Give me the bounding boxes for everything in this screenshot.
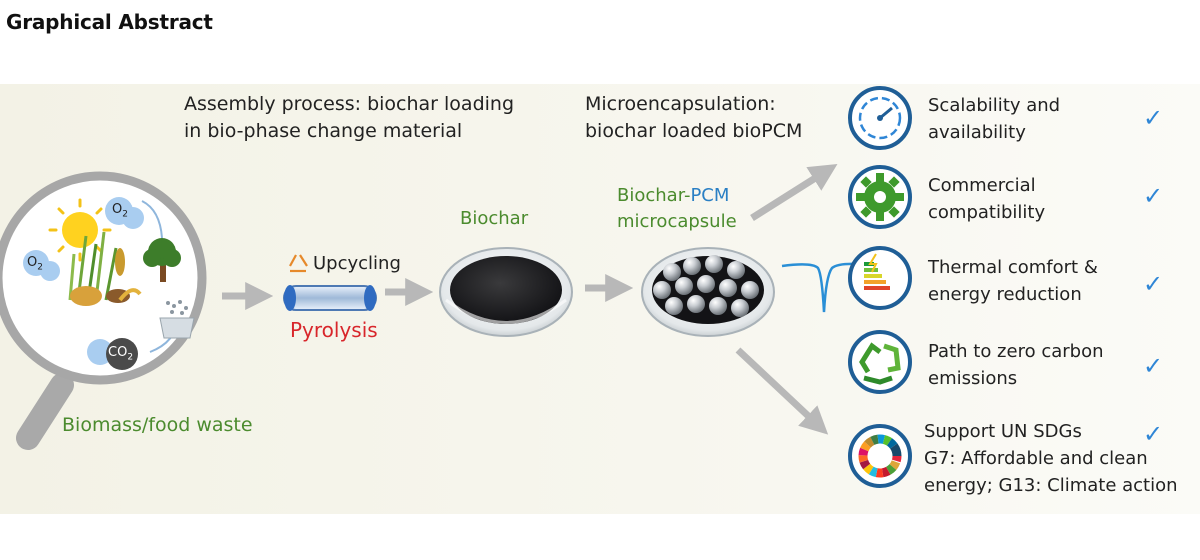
check-icon-thermal: ✓ <box>1143 270 1164 298</box>
check-icon-sdgs: ✓ <box>1143 420 1164 448</box>
cycle-arrow-top <box>141 200 163 239</box>
check-icon-compatibility: ✓ <box>1143 182 1164 210</box>
upcycling-icon <box>289 254 308 273</box>
phase-change-curve <box>781 262 859 313</box>
microcapsule-label: Biochar-PCM microcapsule <box>617 183 737 235</box>
magnifier-icon <box>0 171 207 450</box>
microencapsulation-heading: Microencapsulation: biochar loaded bioPC… <box>585 91 802 145</box>
upcycling-label: Upcycling <box>313 253 401 274</box>
capsule-label-pcm: PCM <box>690 185 730 206</box>
arrow-to-benefits-bottom <box>735 347 829 435</box>
pyrolysis-label: Pyrolysis <box>290 318 378 342</box>
o2-bubble-left <box>23 250 60 281</box>
arrow-to-benefits-top <box>750 164 838 221</box>
check-icon-zero-carbon: ✓ <box>1143 352 1164 380</box>
assembly-heading: Assembly process: biochar loading in bio… <box>184 91 514 145</box>
process-arrows <box>222 164 838 435</box>
assembly-heading-line1: Assembly process: biochar loading <box>184 93 515 115</box>
recycle-icon <box>848 330 912 394</box>
co2-bubble <box>87 338 138 370</box>
capsule-label-line2: microcapsule <box>617 211 737 232</box>
assembly-heading-line2: in bio-phase change material <box>184 120 463 142</box>
energy-rating-icon <box>848 246 912 310</box>
page-title: Graphical Abstract <box>6 10 213 34</box>
pyrolysis-tube-icon <box>283 285 377 311</box>
o2-label-top: O2 <box>112 202 128 220</box>
sun-icon <box>48 198 112 262</box>
benefit-thermal-comfort: Thermal comfort &energy reduction <box>928 257 1098 305</box>
o2-label-left: O2 <box>27 255 43 273</box>
micro-heading-line2: biochar loaded bioPCM <box>585 120 803 142</box>
tree-icon <box>143 238 181 282</box>
co2-label: CO2 <box>108 345 134 363</box>
biomass-label: Biomass/food waste <box>62 414 253 436</box>
biochar-dish <box>439 247 573 337</box>
sdg-wheel-icon <box>848 424 912 488</box>
capsule-label-biochar: Biochar- <box>617 185 691 206</box>
factory-icon <box>159 300 195 339</box>
biochar-label: Biochar <box>460 208 529 229</box>
o2-bubble-top <box>105 197 144 229</box>
plants-icon <box>68 231 142 306</box>
check-icon-scalability: ✓ <box>1143 104 1164 132</box>
micro-heading-line1: Microencapsulation: <box>585 93 776 115</box>
gear-icon <box>848 165 912 229</box>
microcapsule-dish <box>641 247 775 337</box>
dashboard-clock-icon <box>848 86 912 150</box>
